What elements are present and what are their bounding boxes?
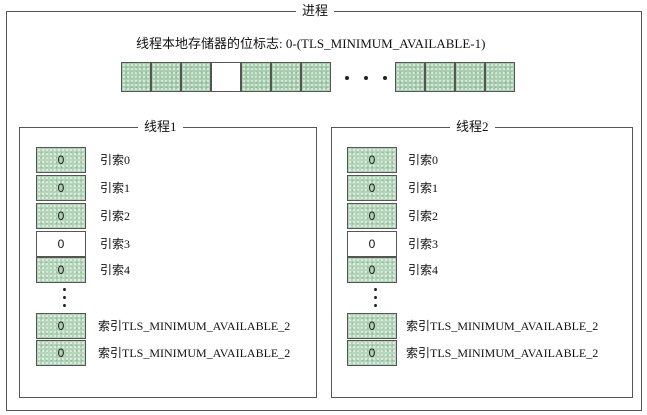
tls-slot-label: 引索1	[408, 181, 439, 195]
tls-slot-label: 索引TLS_MINIMUM_AVAILABLE_2	[98, 346, 291, 360]
tls-slot: 0	[36, 231, 86, 257]
tls-slot-label: 引索3	[100, 237, 131, 251]
ellipsis-dot	[383, 76, 387, 80]
tls-slot: 0	[347, 175, 397, 201]
bitmap-cell	[395, 62, 425, 92]
bitmap-cell	[425, 62, 455, 92]
tls-slot-label: 引索4	[408, 263, 439, 277]
tls-slot-label: 引索0	[408, 153, 439, 167]
vertical-ellipsis-dot	[63, 296, 66, 299]
vertical-ellipsis-dot	[374, 304, 377, 307]
tls-slot: 0	[36, 257, 86, 283]
tls-slot: 0	[347, 147, 397, 173]
tls-slot: 0	[347, 231, 397, 257]
process-title: 进程	[296, 3, 335, 19]
ellipsis-dot	[364, 76, 368, 80]
tls-slot: 0	[347, 313, 397, 339]
tls-slot: 0	[347, 203, 397, 229]
vertical-ellipsis-dot	[63, 304, 66, 307]
tls-slot-label: 引索3	[408, 237, 439, 251]
vertical-ellipsis-dot	[63, 288, 66, 291]
tls-slot: 0	[347, 340, 397, 366]
bitmap-cell	[455, 62, 485, 92]
vertical-ellipsis-dot	[374, 296, 377, 299]
tls-slot: 0	[347, 257, 397, 283]
tls-slot-label: 引索0	[100, 153, 131, 167]
bitmap-cell	[211, 62, 241, 92]
bitmap-cell	[151, 62, 181, 92]
tls-slot: 0	[36, 147, 86, 173]
bitmap-label: 线程本地存储器的位标志: 0-(TLS_MINIMUM_AVAILABLE-1)	[136, 36, 486, 51]
tls-slot-label: 引索4	[100, 263, 131, 277]
bitmap-cell	[271, 62, 301, 92]
tls-slot: 0	[36, 340, 86, 366]
tls-slot-label: 引索2	[100, 209, 131, 223]
tls-slot-label: 索引TLS_MINIMUM_AVAILABLE_2	[406, 346, 599, 360]
vertical-ellipsis-dot	[374, 288, 377, 291]
tls-slot-label: 索引TLS_MINIMUM_AVAILABLE_2	[98, 319, 291, 333]
tls-slot: 0	[36, 203, 86, 229]
bitmap-cell	[485, 62, 515, 92]
thread-2-title: 线程2	[450, 119, 495, 135]
tls-slot-label: 引索1	[100, 181, 131, 195]
tls-slot: 0	[36, 313, 86, 339]
tls-slot-label: 索引TLS_MINIMUM_AVAILABLE_2	[406, 319, 599, 333]
ellipsis-dot	[345, 76, 349, 80]
bitmap-cell	[241, 62, 271, 92]
tls-slot: 0	[36, 175, 86, 201]
bitmap-cell	[301, 62, 331, 92]
bitmap-cell	[121, 62, 151, 92]
thread-1-title: 线程1	[138, 119, 183, 135]
tls-slot-label: 引索2	[408, 209, 439, 223]
bitmap-cell	[181, 62, 211, 92]
